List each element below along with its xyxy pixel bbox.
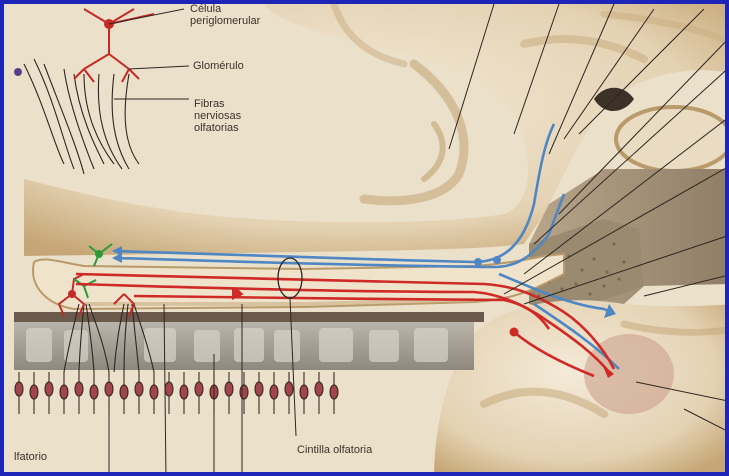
afferent-node [474, 258, 482, 266]
dura-layer [14, 312, 484, 322]
granule-cell-body [95, 250, 103, 258]
label-periglomerular-cell: Célula periglomerular [190, 3, 260, 27]
olfactory-pathway-illustration [4, 4, 729, 476]
label-olfactory-partial: lfatorio [14, 451, 47, 463]
label-olfactory-nerve-fibers: Fibras nerviosas olfatorias [194, 98, 241, 134]
efferent-node [510, 328, 519, 337]
label-olfactory-tract: Cintilla olfatoria [297, 444, 372, 456]
amygdala [584, 334, 674, 414]
deep-structure [616, 107, 729, 171]
afferent-node [493, 256, 501, 264]
mitral-cell [68, 290, 76, 298]
efferent-node [233, 290, 242, 299]
inset-cell-purple [14, 68, 22, 76]
label-glomerulus: Glomérulo [193, 60, 244, 72]
